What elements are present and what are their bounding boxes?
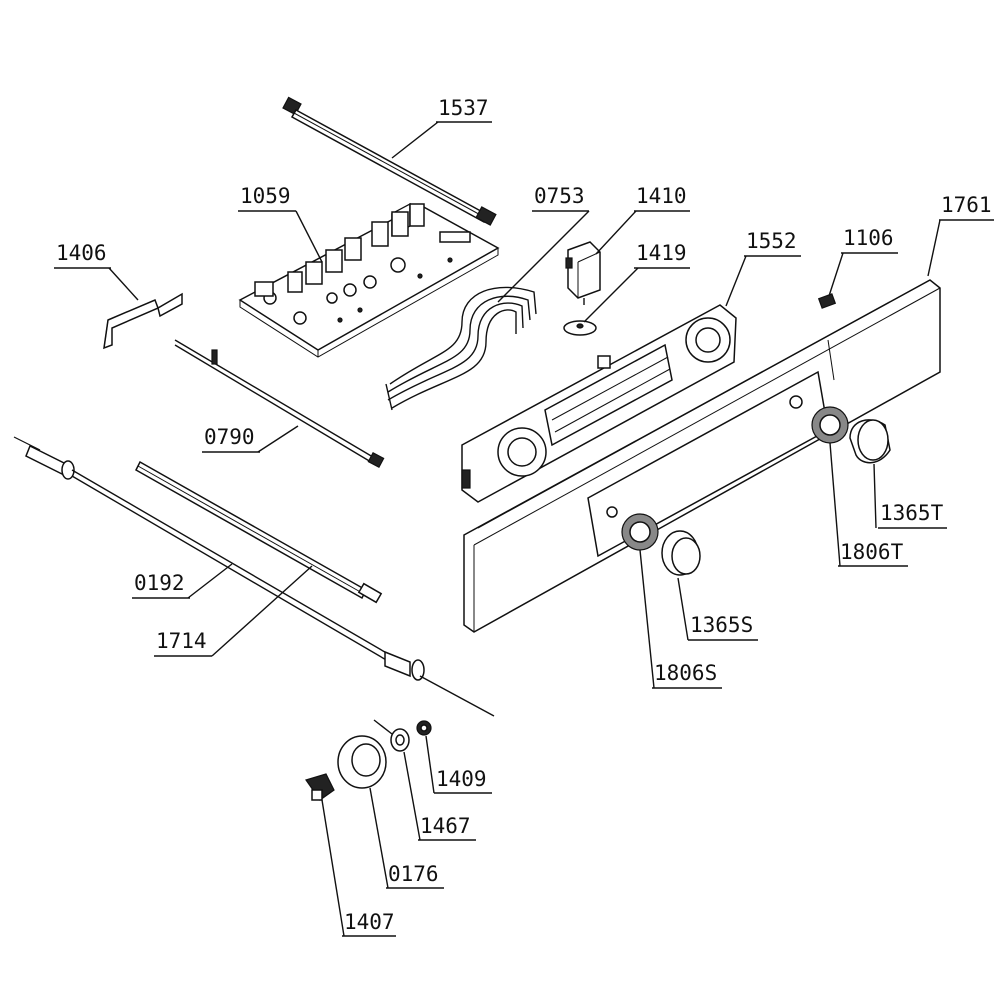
part-number: 1714 xyxy=(156,629,207,653)
part-number: 0753 xyxy=(534,184,585,208)
circuit-board-1059[interactable] xyxy=(238,202,500,358)
clip-1106[interactable] xyxy=(817,293,837,309)
part-label-1410: 1410 xyxy=(634,184,690,212)
switch-1410[interactable] xyxy=(565,241,601,305)
part-number: 0790 xyxy=(204,425,255,449)
shaft-0192[interactable] xyxy=(13,436,495,717)
front-panel-1761[interactable] xyxy=(463,279,941,633)
part-number: 1761 xyxy=(941,193,992,217)
washer-1419[interactable] xyxy=(563,320,597,336)
part-number: 1410 xyxy=(636,184,687,208)
part-number: 1106 xyxy=(843,226,894,250)
part-label-1806T: 1806T xyxy=(838,540,908,567)
part-label-1806S: 1806S xyxy=(652,661,722,689)
spring-1409[interactable] xyxy=(416,720,432,736)
bezel-ring-1806S[interactable] xyxy=(621,513,659,551)
part-label-0176: 0176 xyxy=(386,862,444,889)
tube-1714[interactable] xyxy=(135,460,383,604)
part-label-1467: 1467 xyxy=(418,814,476,841)
part-number: 1806S xyxy=(654,661,717,685)
part-label-1106: 1106 xyxy=(841,226,898,254)
part-number: 1059 xyxy=(240,184,291,208)
part-label-1714: 1714 xyxy=(154,629,212,657)
part-number: 1419 xyxy=(636,241,687,265)
part-label-1406: 1406 xyxy=(54,241,111,269)
bezel-ring-1806T[interactable] xyxy=(811,406,849,444)
part-label-1407: 1407 xyxy=(342,910,396,937)
part-number: 1365S xyxy=(690,613,753,637)
knob-1365T[interactable] xyxy=(849,419,891,464)
lamp-holder-1467[interactable] xyxy=(373,719,410,752)
part-label-0790: 0790 xyxy=(202,425,260,453)
flat-cable-0753[interactable] xyxy=(385,286,537,411)
lamp-cover-0176[interactable] xyxy=(337,735,387,789)
part-label-0192: 0192 xyxy=(132,571,190,599)
part-label-1419: 1419 xyxy=(634,241,690,269)
bracket-1406[interactable] xyxy=(103,292,183,350)
part-number: 1552 xyxy=(746,229,797,253)
part-label-0753: 0753 xyxy=(532,184,589,212)
part-label-1552: 1552 xyxy=(744,229,801,257)
part-label-1059: 1059 xyxy=(238,184,296,212)
ribbon-cable-1537[interactable] xyxy=(282,96,497,226)
part-number: 0176 xyxy=(388,862,439,886)
part-label-1537: 1537 xyxy=(436,96,492,123)
part-label-1365S: 1365S xyxy=(688,613,758,641)
part-label-1365T: 1365T xyxy=(878,501,947,529)
lamp-socket-1407[interactable] xyxy=(305,773,335,801)
part-number: 1467 xyxy=(420,814,471,838)
part-number: 1365T xyxy=(880,501,944,525)
part-label-1409: 1409 xyxy=(434,767,492,794)
part-number: 1806T xyxy=(840,540,904,564)
part-number: 1409 xyxy=(436,767,487,791)
rod-0790[interactable] xyxy=(174,339,385,469)
part-number: 1537 xyxy=(438,96,489,120)
knob-1365S[interactable] xyxy=(661,530,701,576)
part-number: 0192 xyxy=(134,571,185,595)
leader-lines xyxy=(108,121,941,937)
display-board-1552[interactable] xyxy=(461,304,737,503)
part-number: 1407 xyxy=(344,910,395,934)
part-label-1761: 1761 xyxy=(939,193,994,221)
part-number: 1406 xyxy=(56,241,107,265)
